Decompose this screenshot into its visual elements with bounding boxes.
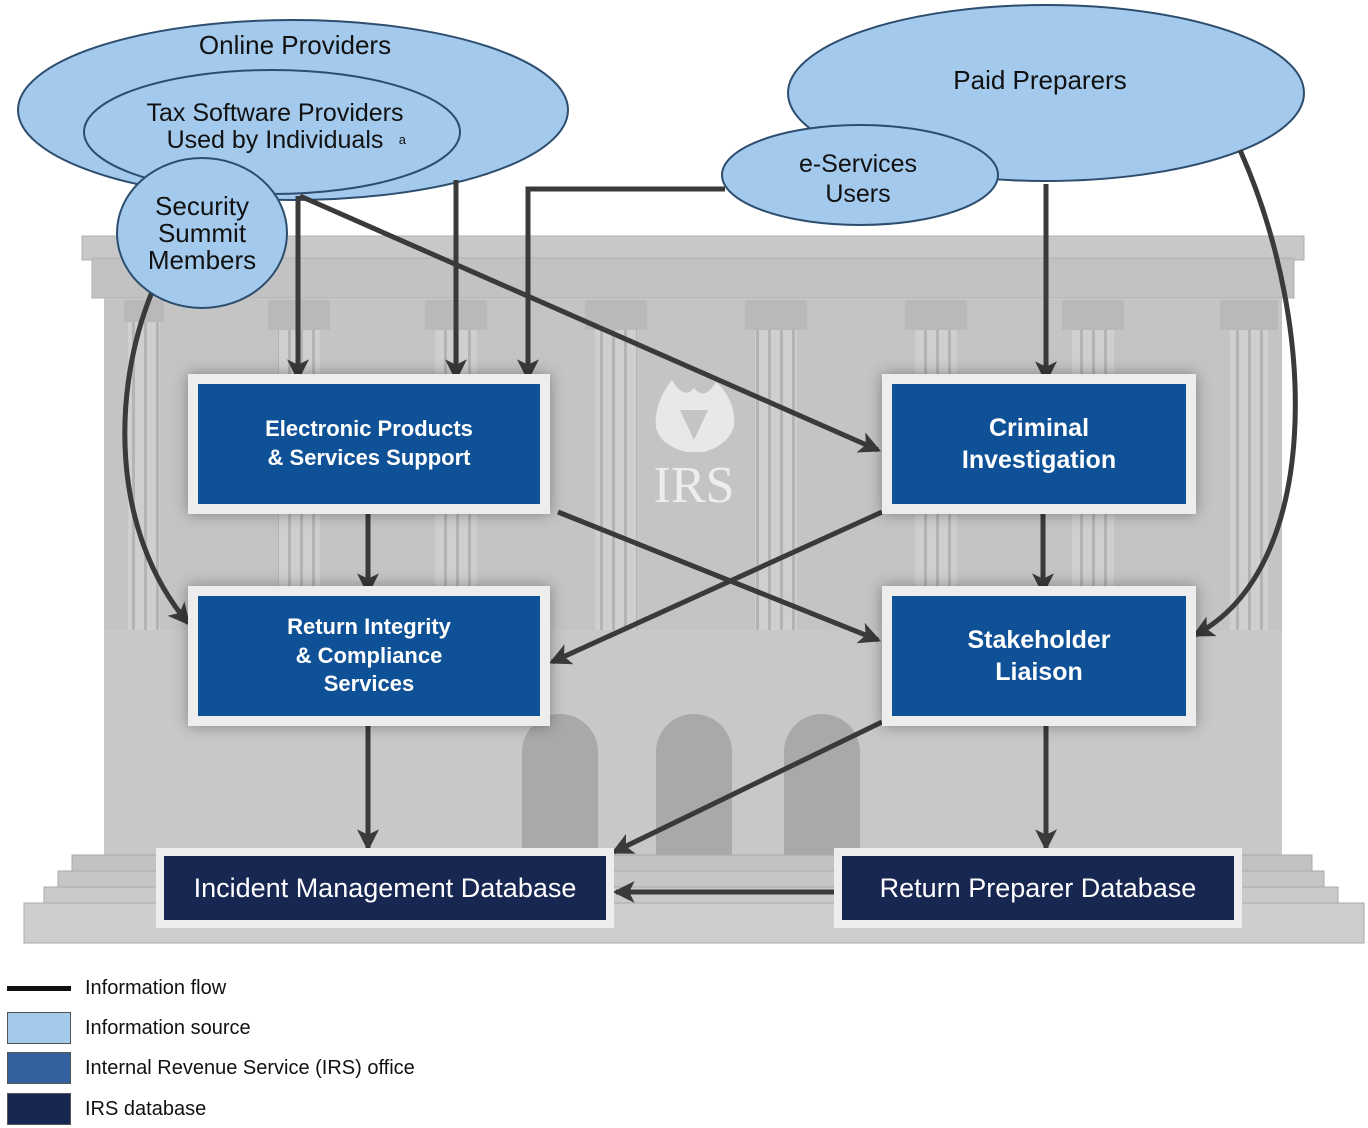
db-incident-label: Incident Management Database — [193, 872, 577, 903]
legend-line-swatch — [7, 986, 71, 991]
information-flow-arrows — [122, 148, 1298, 904]
legend-flow-label: Information flow — [85, 977, 227, 999]
legend-office-label: Internal Revenue Service (IRS) office — [85, 1057, 415, 1079]
online-providers-label: Online Providers — [198, 30, 392, 60]
security-summit-oval — [116, 157, 288, 309]
legend-office-swatch — [7, 1052, 71, 1084]
office-stakeholder-liaison: Stakeholder Liaison — [882, 586, 1196, 726]
tax-software-footnote-marker: a — [398, 132, 406, 147]
office-ricss-label: Return Integrity & Compliance Services — [287, 614, 451, 697]
office-criminal-investigation: Criminal Investigation — [882, 374, 1196, 514]
paid-preparers-label: Paid Preparers — [953, 65, 1127, 95]
eservices-oval — [721, 124, 999, 226]
arrow-stakeholder-to-incident-db — [611, 719, 884, 855]
db-preparer-label: Return Preparer Database — [879, 872, 1197, 903]
office-epss: Electronic Products & Services Support — [188, 374, 550, 514]
irs-logo-text: IRS — [654, 457, 735, 514]
arrow-paid-preparers-to-stakeholder — [1192, 148, 1298, 638]
arrow-epss-to-stakeholder — [557, 509, 882, 644]
tax-software-label-text: Tax Software Providers Used by Individua… — [146, 99, 404, 154]
db-incident-management: Incident Management Database — [156, 848, 614, 928]
db-return-preparer: Return Preparer Database — [834, 848, 1242, 928]
arrow-ci-to-ricss — [548, 509, 884, 665]
office-stakeholder-label: Stakeholder Liaison — [967, 625, 1111, 687]
legend-source-label: Information source — [85, 1017, 251, 1039]
irs-eagle-logo — [655, 380, 735, 452]
arrow-tax-software-to-ci — [298, 193, 882, 453]
office-ricss: Return Integrity & Compliance Services — [188, 586, 550, 726]
legend-source-swatch — [7, 1012, 71, 1044]
tax-software-label: Tax Software Providers Used by Individua… — [110, 100, 440, 154]
office-ci-label: Criminal Investigation — [961, 413, 1117, 475]
office-epss-label: Electronic Products & Services Support — [265, 416, 473, 470]
arrow-security-summit-to-ricss — [122, 291, 191, 626]
eservices-label: e-Services Users — [798, 150, 918, 208]
legend-database-swatch — [7, 1093, 71, 1125]
security-summit-label: Security Summit Members — [147, 191, 257, 275]
legend-database-label: IRS database — [85, 1098, 207, 1120]
arrow-eservices-to-epss — [516, 186, 725, 382]
